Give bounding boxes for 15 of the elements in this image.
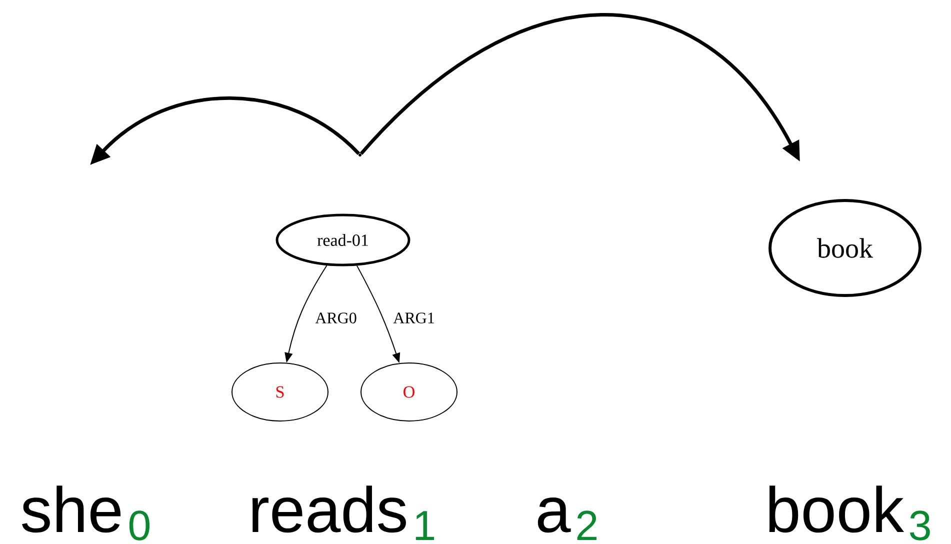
ellipse-node: O (360, 362, 458, 422)
index-number: 2 (577, 510, 596, 540)
word: she (22, 486, 121, 533)
edge-label: ARG1 (392, 312, 436, 324)
word: book (769, 486, 904, 533)
word: a (538, 498, 571, 533)
word: reads (252, 486, 406, 533)
junction-point (358, 154, 362, 156)
edge-label: ARG0 (314, 312, 358, 324)
ellipse-node: read-01 (276, 214, 410, 266)
ellipse-node: S (232, 362, 328, 422)
index-number: 3 (910, 510, 930, 540)
ellipse-node: book (768, 199, 922, 297)
index-number: 0 (129, 510, 150, 540)
index-number: 1 (416, 511, 434, 540)
